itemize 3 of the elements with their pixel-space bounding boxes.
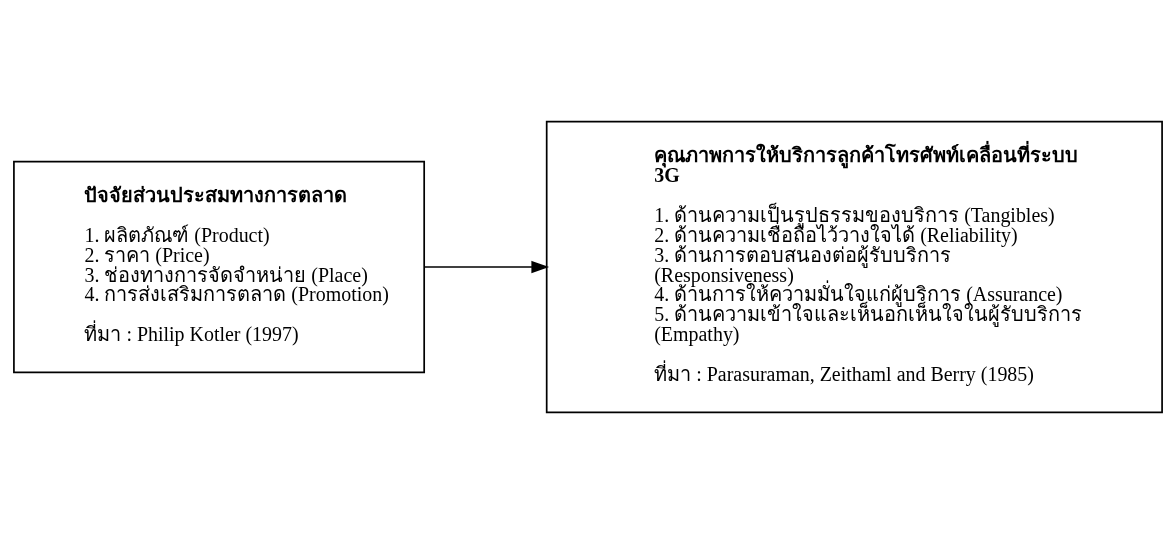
arrow — [423, 260, 550, 273]
node-box: ปัจจัยส่วนประสมทางการตลาด 1. ผลิตภัณฑ์ (Product) 2. ราคา (Price) 3. ช่องทางการจัดจำหน่าย (Place) 4. การส่งเสริมการตลาด (Promotion) ที่มา : Philip Kotler (1997) — [13, 160, 426, 373]
node-box: คุณภาพการให้บริการลูกค้าโทรศัพท์เคลื่อนที่ระบบ 3G 1. ด้านความเป็นรูปธรรมของบริการ (Tangibles) 2. ด้านความเชื่อถือไว้วางใจได้ (Reliability) 3. ด้านการตอบสนองต่อผู้รับบริการ (Responsiveness) 4. ด้านการให้ความมั่นใจแก่ผู้บริการ (Assurance) 5. ด้านความเข้าใจและเห็นอกเห็นใจในผู้รับบริการ (Empathy) ที่มา : Parasuraman, Zeithaml and Berry (1985) — [545, 120, 1163, 413]
